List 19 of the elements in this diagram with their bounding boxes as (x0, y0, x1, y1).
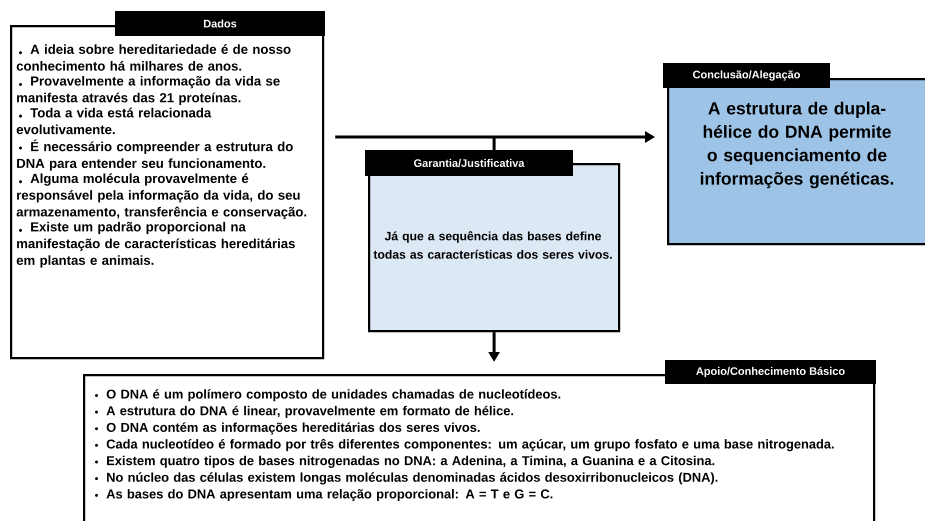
list-item: Alguma molécula provavelmente é responsável pela informação da vida, do seu armazenamento, transferência e conservação. (16, 173, 306, 220)
list-item: As bases do DNA apresentam uma relação proporcional: A = T e G = C. (95, 489, 552, 502)
list-item: Toda a vida está relacionada evolutivamente. (16, 108, 212, 134)
list-item: A ideia sobre hereditariedade é de nosso conhecimento há milhares de anos. (16, 44, 291, 71)
header-tab: Dados (115, 11, 325, 36)
header-tab: Conclusão/Alegação (663, 63, 830, 88)
list-item: Provavelmente a informação da vida se manifesta através das 21 proteínas. (17, 76, 280, 105)
list-item: É necessário compreender a estrutura do DNA para entender seu funcionamento. (17, 139, 293, 171)
list-item: Existem quatro tipos de bases nitrogenadas no DNA: a Adenina, a Timina, a Guanina e a Citosina. (95, 456, 714, 468)
list-item: A estrutura do DNA é linear, provavelmente em formato de hélice. (95, 406, 514, 418)
list-item: Cada nucleotídeo é formado por três diferentes componentes: um açúcar, um grupo fosfato e uma base nitrogenada. (95, 438, 834, 452)
header-tab: Garantia/Justificativa (365, 150, 573, 176)
list-item: No núcleo das células existem longas moléculas denominadas ácidos desoxirribonucleicos (DNA). (95, 472, 718, 484)
list-item: Existe um padrão proporcional na manifestação de características hereditárias em plantas e animais. (16, 222, 295, 268)
body-text: Já que a sequência das bases define todas as características dos seres vivos. (374, 231, 612, 259)
header-tab: Apoio/Conhecimento Básico (665, 360, 876, 384)
body-text: A estrutura de dupla-hélice do DNA permite o sequenciamento de informações genéticas. (700, 102, 894, 188)
list-item: O DNA contém as informações hereditárias dos seres vivos. (95, 422, 480, 434)
list-item: O DNA é um polímero composto de unidades chamadas de nucleotídeos. (95, 389, 560, 402)
